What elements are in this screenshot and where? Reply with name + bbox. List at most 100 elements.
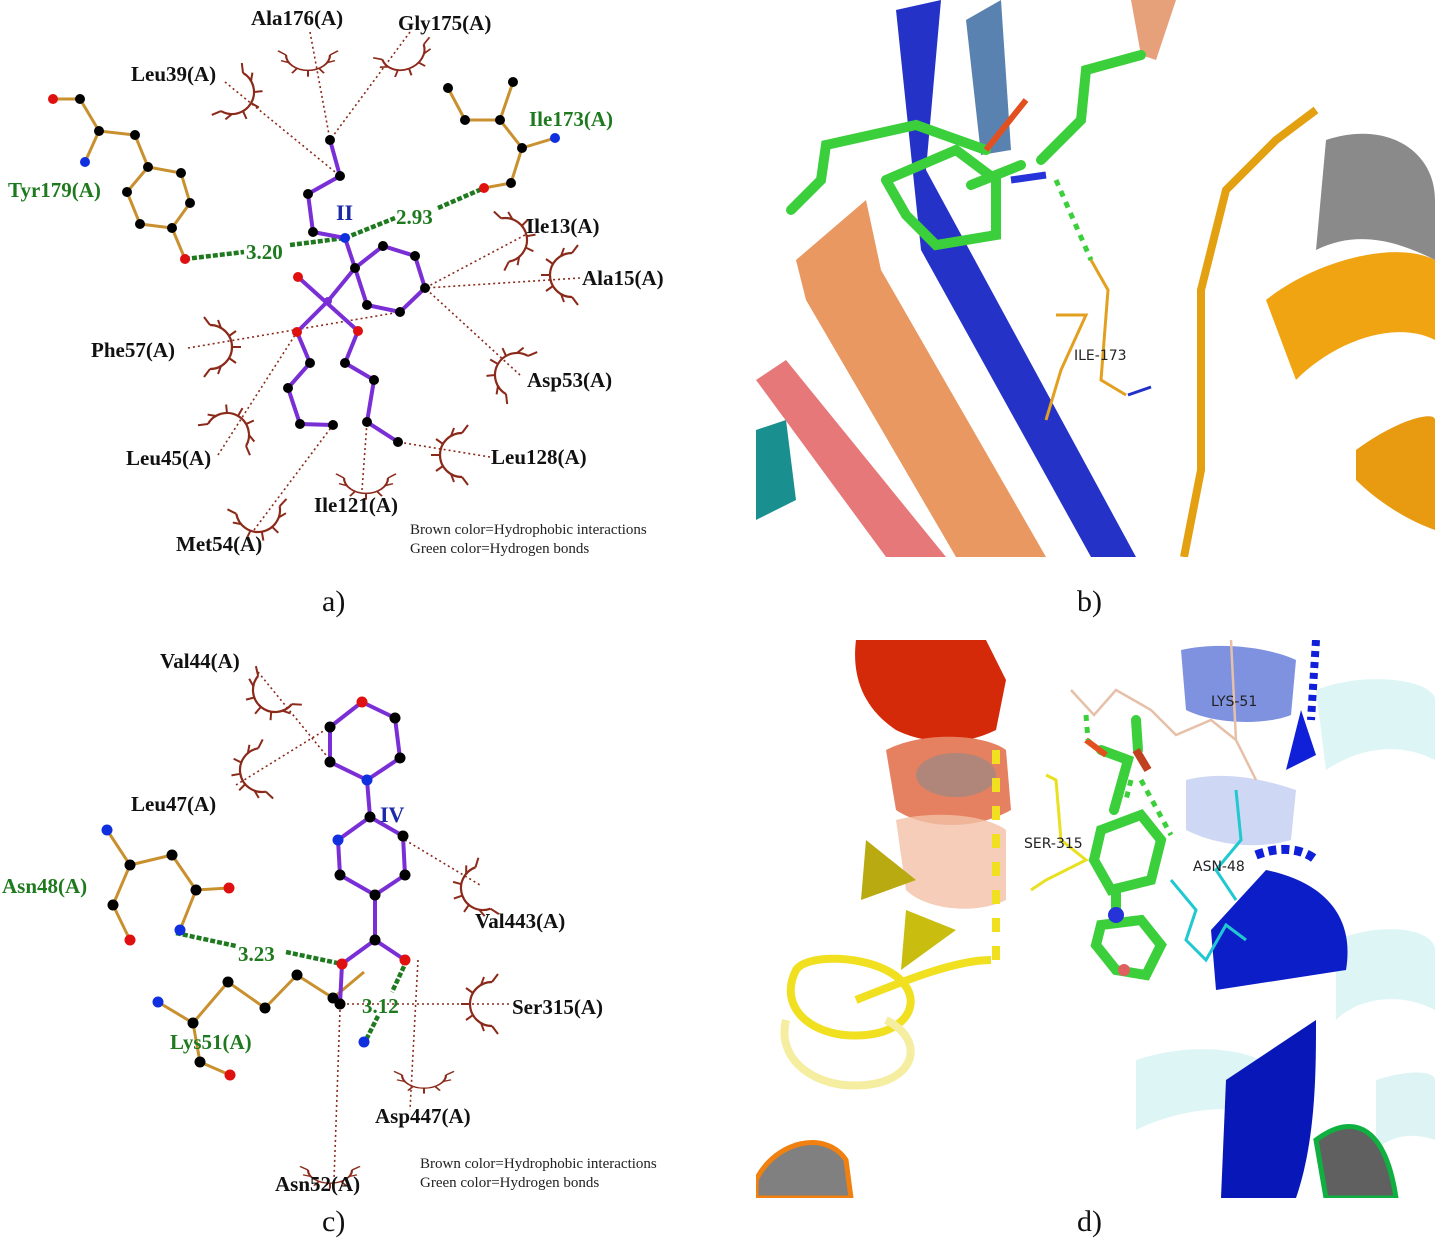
panel-a-svg: Ala176(A) Gly175(A) Leu39(A) Ile13(A) Al… — [8, 6, 664, 556]
residue-label: Leu45(A) — [126, 446, 211, 470]
ligand-sticks — [786, 50, 1146, 251]
asn48-sidechain — [1214, 789, 1243, 901]
residue-label: Ala176(A) — [251, 6, 343, 30]
ile173-sticks — [1044, 259, 1127, 421]
residue-label: Leu128(A) — [491, 445, 587, 469]
residue-label: Asp53(A) — [527, 368, 612, 392]
strand-steelblue — [966, 0, 1011, 155]
panel-a-interaction-diagram: Ala176(A) Gly175(A) Leu39(A) Ile13(A) Al… — [0, 0, 700, 565]
helix-yellow-pale — [780, 1016, 915, 1090]
nitrogen-stick — [1010, 171, 1047, 184]
hydrophobic-arcs — [196, 36, 580, 547]
residue-label-3d: SER-315 — [1024, 836, 1083, 852]
helix-darkblue-lower — [1221, 1020, 1316, 1198]
residue-label-3d: LYS-51 — [1211, 694, 1257, 710]
hbond-dashes — [1083, 714, 1174, 837]
residue-label: Ile121(A) — [314, 493, 398, 517]
panel-c-svg: Val44(A) Leu47(A) Val443(A) Ser315(A) As… — [2, 649, 603, 1196]
lys51-sticks — [1070, 688, 1237, 741]
caption-d: d) — [1077, 1205, 1102, 1238]
panel-a-legend: Brown color=Hydrophobic interactions Gre… — [410, 521, 647, 559]
legend-hbond: Green color=Hydrogen bonds — [410, 541, 590, 557]
dashed-blue-loop — [1307, 640, 1320, 721]
ligand-ii-bonds — [285, 139, 428, 444]
panel-b-svg: ILE-173 — [756, 0, 1435, 557]
panel-c-legend: Brown color=Hydrophobic interactions Gre… — [420, 1155, 657, 1193]
asn48-bonds — [105, 829, 230, 941]
residue-label: Ser315(A) — [512, 995, 603, 1019]
panel-d-3d-pose: LYS-51 SER-315 ASN-48 — [756, 640, 1435, 1198]
ester-o — [1132, 747, 1152, 773]
residue-label: Leu39(A) — [131, 62, 216, 86]
helix-green — [1313, 1123, 1399, 1198]
yellow-arrow-2 — [861, 840, 916, 900]
strand-peach — [1131, 0, 1176, 60]
panel-c-interaction-diagram: Val44(A) Leu47(A) Val443(A) Ser315(A) As… — [0, 630, 700, 1210]
helix-shadow — [1316, 133, 1435, 260]
hbond-residue-label: Lys51(A) — [170, 1030, 252, 1054]
strand-red — [756, 360, 946, 557]
residue-label-3d: ASN-48 — [1193, 859, 1245, 875]
residue-label: Gly175(A) — [398, 11, 491, 35]
helix-orange-lower — [1356, 416, 1435, 530]
helix-yellow — [786, 750, 1000, 1040]
helix-lightblue — [1181, 645, 1296, 722]
hbond-dashes — [1053, 178, 1094, 262]
background-helices — [1136, 679, 1435, 1150]
hbond-lines — [184, 185, 485, 262]
ligand-label: IV — [380, 802, 405, 827]
hydrophobic-contacts — [187, 31, 581, 531]
hbond-lines — [175, 930, 410, 1044]
ile173-bonds — [446, 81, 556, 190]
dashed-blue-loop-2 — [1254, 845, 1320, 864]
residue-label: Leu47(A) — [131, 792, 216, 816]
hbond-distance: 3.20 — [246, 240, 283, 264]
legend-hbond: Green color=Hydrogen bonds — [420, 1175, 600, 1191]
residue-label: Ile13(A) — [526, 214, 599, 238]
strand-orange — [796, 200, 1046, 557]
ligand-label: II — [336, 200, 353, 225]
blue-arrow — [1286, 710, 1316, 770]
residue-label: Met54(A) — [176, 532, 262, 556]
caption-a: a) — [322, 585, 346, 618]
residue-label: Asn52(A) — [275, 1172, 360, 1196]
residue-label: Phe57(A) — [91, 338, 175, 362]
atoms-panel-c — [101, 696, 411, 1081]
helix-hole — [916, 753, 996, 797]
caption-b: b) — [1077, 585, 1102, 618]
residue-label: Val443(A) — [475, 909, 565, 933]
panel-d-svg: LYS-51 SER-315 ASN-48 — [756, 640, 1435, 1198]
hbond-residue-label: Tyr179(A) — [8, 178, 101, 202]
yellow-arrow — [901, 910, 956, 970]
hbond-residue-label: Ile173(A) — [529, 107, 613, 131]
nitrogen-atom — [1108, 907, 1124, 923]
atoms-panel-a — [48, 77, 560, 447]
ile173-n — [1127, 385, 1152, 397]
helix-red — [855, 640, 1006, 742]
hbond-distance: 2.93 — [396, 205, 433, 229]
lys51-sidechain — [1229, 640, 1258, 781]
phosphate-o — [983, 98, 1029, 152]
panel-b-3d-pose: ILE-173 — [756, 0, 1435, 557]
hbond-residue-label: Asn48(A) — [2, 874, 87, 898]
helix-pale — [896, 814, 1006, 909]
oxygen-atom — [1118, 964, 1130, 976]
strand-blue — [896, 0, 1136, 557]
legend-hydrophobic: Brown color=Hydrophobic interactions — [420, 1156, 657, 1172]
residue-label: Ala15(A) — [582, 266, 664, 290]
carboxyl-o — [1084, 737, 1108, 758]
ligand-sticks — [1088, 715, 1167, 981]
hbond-distance: 3.23 — [238, 942, 275, 966]
residue-label-3d: ILE-173 — [1074, 348, 1127, 364]
helix-darkblue — [1211, 870, 1348, 990]
loop-orange — [1180, 106, 1319, 557]
caption-c: c) — [322, 1205, 346, 1238]
helix-orange-bottom — [756, 1140, 854, 1198]
hbond-distance: 3.12 — [362, 994, 399, 1018]
residue-label: Val44(A) — [160, 649, 240, 673]
ser315-sticks — [1030, 773, 1089, 892]
residue-label: Asp447(A) — [375, 1104, 471, 1128]
legend-hydrophobic: Brown color=Hydrophobic interactions — [410, 522, 647, 538]
asn48-sticks — [1169, 879, 1247, 963]
helix-teal — [756, 420, 796, 520]
